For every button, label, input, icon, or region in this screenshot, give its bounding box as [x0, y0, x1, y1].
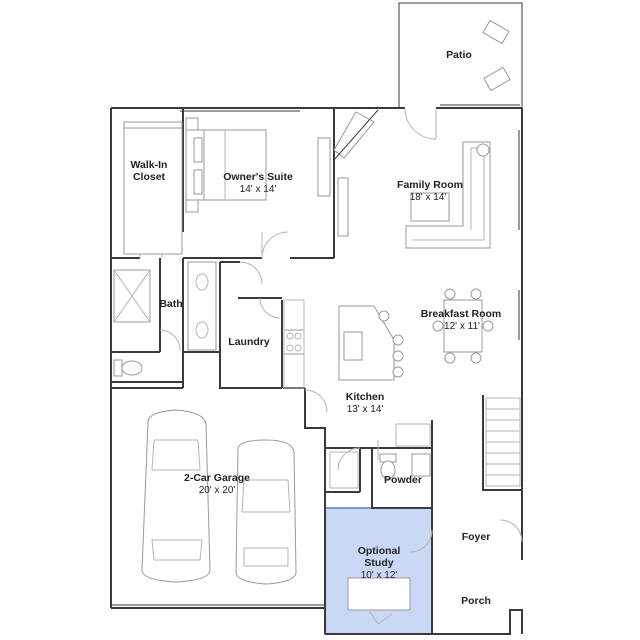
- family-room-size: 18' x 14': [410, 192, 447, 203]
- study-highlight: [324, 507, 433, 635]
- patio-chair-icon: [482, 19, 511, 92]
- car-icon: [141, 409, 211, 583]
- car-icon: [235, 439, 297, 585]
- breakfast-room-size: 12' x 11': [444, 321, 480, 332]
- fireplace-icon: [333, 109, 379, 161]
- patio-area: [398, 2, 523, 108]
- garage-label: 2-Car Garage: [184, 472, 250, 484]
- powder-label: Powder: [384, 474, 422, 486]
- counter: [283, 299, 305, 389]
- bath-label: Bath: [159, 298, 182, 310]
- interior-walls: [111, 108, 522, 634]
- kitchen-size: 13' x 14': [347, 404, 384, 415]
- garage-size: 20' x 20': [199, 485, 236, 496]
- foyer-label: Foyer: [462, 531, 491, 543]
- powder-toilet-icon: [379, 453, 397, 480]
- study-label-2: Study: [364, 557, 393, 569]
- utility-box: [329, 451, 359, 489]
- kitchen-island-icon: [338, 305, 404, 381]
- desk-icon: [347, 577, 411, 625]
- exterior-walls: [110, 107, 523, 635]
- walk-in-closet-label: Walk-In: [131, 159, 168, 171]
- breakfast-room-label: Breakfast Room: [421, 308, 502, 320]
- walk-in-closet-label-2: Closet: [133, 171, 166, 183]
- bed-icon: [185, 117, 267, 213]
- patio-label: Patio: [446, 49, 472, 61]
- powder-sink-icon: [411, 453, 431, 477]
- owners-suite-size: 14' x 14': [240, 184, 277, 195]
- range-icon: [283, 329, 305, 355]
- porch-label: Porch: [461, 595, 491, 607]
- study-label: Optional: [358, 545, 401, 557]
- dining-table-icon: [432, 288, 494, 364]
- shower-icon: [113, 269, 151, 323]
- tv-console-icon: [337, 177, 349, 237]
- laundry-label: Laundry: [228, 336, 270, 348]
- kitchen-label: Kitchen: [346, 391, 385, 403]
- family-room-label: Family Room: [397, 179, 463, 191]
- coffee-table-icon: [410, 192, 450, 222]
- closet-shelves: [123, 121, 183, 255]
- study-size: 10' x 12': [361, 570, 398, 581]
- toilet-icon: [113, 359, 143, 377]
- stairs-icon: [485, 397, 521, 487]
- owners-suite-label: Owner's Suite: [223, 171, 293, 183]
- dresser-icon: [317, 137, 331, 197]
- windows: [180, 104, 520, 340]
- pantry: [395, 423, 431, 447]
- sectional-sofa-icon: [405, 141, 491, 249]
- vanity-icon: [187, 261, 217, 351]
